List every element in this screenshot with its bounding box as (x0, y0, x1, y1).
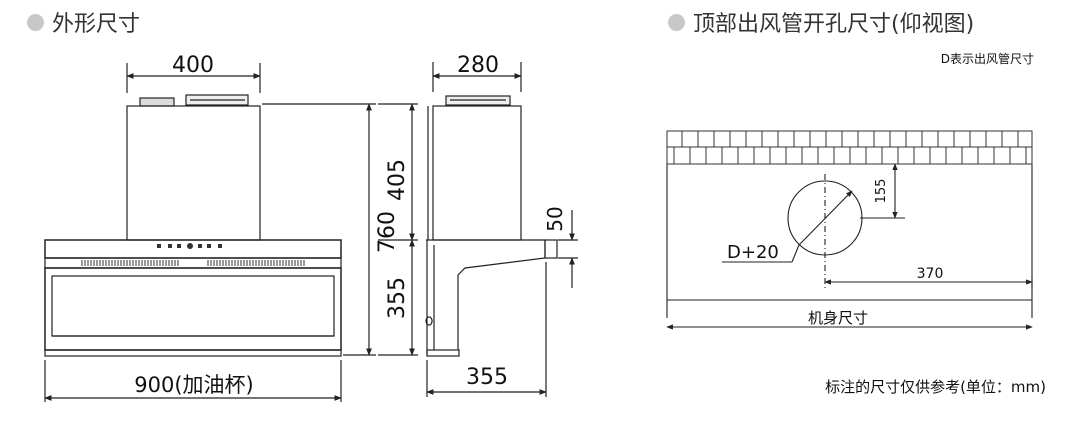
side-depth-bottom-label: 355 (466, 365, 508, 390)
body-dim-label: 机身尺寸 (808, 309, 868, 327)
front-view (44, 63, 376, 402)
front-width-top-label: 400 (172, 53, 214, 78)
bullet-icon (668, 13, 685, 31)
left-section-heading: 外形尺寸 (27, 6, 140, 38)
side-panel-thickness-label: 50 (543, 206, 567, 231)
bullet-icon (27, 13, 44, 31)
footnote: 标注的尺寸仅供参考(单位：mm) (825, 378, 1046, 396)
front-total-height-label: 760 (375, 211, 400, 253)
ceiling-brick-band (666, 130, 1033, 165)
side-upper-height-label: 405 (385, 159, 410, 201)
duct-size-note: D表示出风管尺寸 (941, 51, 1034, 66)
right-section-title: 顶部出风管开孔尺寸(仰视图) (693, 12, 975, 37)
front-width-bottom-label: 900(加油杯) (134, 373, 253, 397)
side-depth-top-label: 280 (457, 53, 499, 78)
right-section-heading: 顶部出风管开孔尺寸(仰视图) (668, 6, 974, 38)
opening-view (666, 163, 1033, 330)
offset-dim-label: 155 (874, 179, 889, 204)
hole-diameter-label: D+20 (727, 242, 779, 263)
left-section-title: 外形尺寸 (52, 12, 141, 37)
side-view (378, 62, 578, 397)
distance-dim-label: 370 (917, 266, 944, 282)
side-lower-height-label: 355 (385, 277, 410, 319)
